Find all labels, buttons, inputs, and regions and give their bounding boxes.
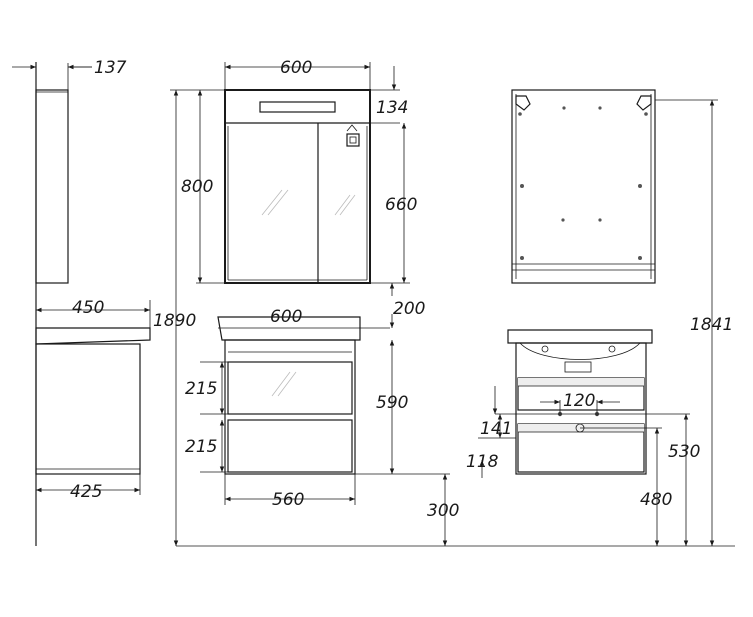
basin xyxy=(217,316,361,341)
dim-light-panel-height: 134 xyxy=(376,98,408,118)
vanity-side xyxy=(35,343,141,475)
front-view: 1890 600 800 134 660 xyxy=(153,58,560,547)
dim-mount-height: 1841 xyxy=(690,315,733,335)
led-light xyxy=(259,101,336,113)
rear-view: 1841 120 141 118 530 xyxy=(466,89,735,547)
vanity-rear xyxy=(515,342,647,475)
dim-door-height: 660 xyxy=(385,195,417,215)
dim-vanity-inner-width: 560 xyxy=(272,490,304,510)
dim-drawer-bottom-height: 215 xyxy=(185,437,217,457)
socket-icon xyxy=(346,133,360,147)
dim-basin-depth: 450 xyxy=(72,298,104,318)
vanity-body xyxy=(224,339,356,475)
dim-outlet-offset-top: 141 xyxy=(480,419,512,439)
basin-rear xyxy=(507,329,653,344)
dim-mirror-width: 600 xyxy=(280,58,312,78)
basin-side xyxy=(35,327,151,345)
mirror-cabinet xyxy=(224,89,371,284)
dim-vanity-height: 590 xyxy=(376,393,408,413)
dim-outlet-offset-bottom: 118 xyxy=(466,452,499,472)
dim-outlet-height: 530 xyxy=(668,442,700,462)
dim-total-height: 1890 xyxy=(153,311,196,331)
hanger-right-icon xyxy=(636,95,652,111)
dim-vanity-depth: 425 xyxy=(70,482,102,502)
drawer-bottom xyxy=(227,419,353,473)
mirror-cabinet-side xyxy=(35,89,69,284)
dim-floor-clearance: 300 xyxy=(427,501,459,521)
dim-drawer-top-height: 215 xyxy=(185,379,217,399)
dim-basin-width: 600 xyxy=(270,307,302,327)
socket-arrow-icon xyxy=(346,124,358,132)
dim-mirror-height: 800 xyxy=(181,177,213,197)
drawer-top xyxy=(227,361,353,415)
dim-pipe-spacing: 120 xyxy=(563,391,595,411)
dim-drain-height: 480 xyxy=(640,490,672,510)
side-view: 137 450 425 xyxy=(12,58,151,546)
dim-cabinet-depth: 137 xyxy=(94,58,127,78)
hanger-left-icon xyxy=(515,95,531,111)
mirror-cabinet-back xyxy=(511,89,656,284)
dim-gap-height: 200 xyxy=(393,299,425,319)
